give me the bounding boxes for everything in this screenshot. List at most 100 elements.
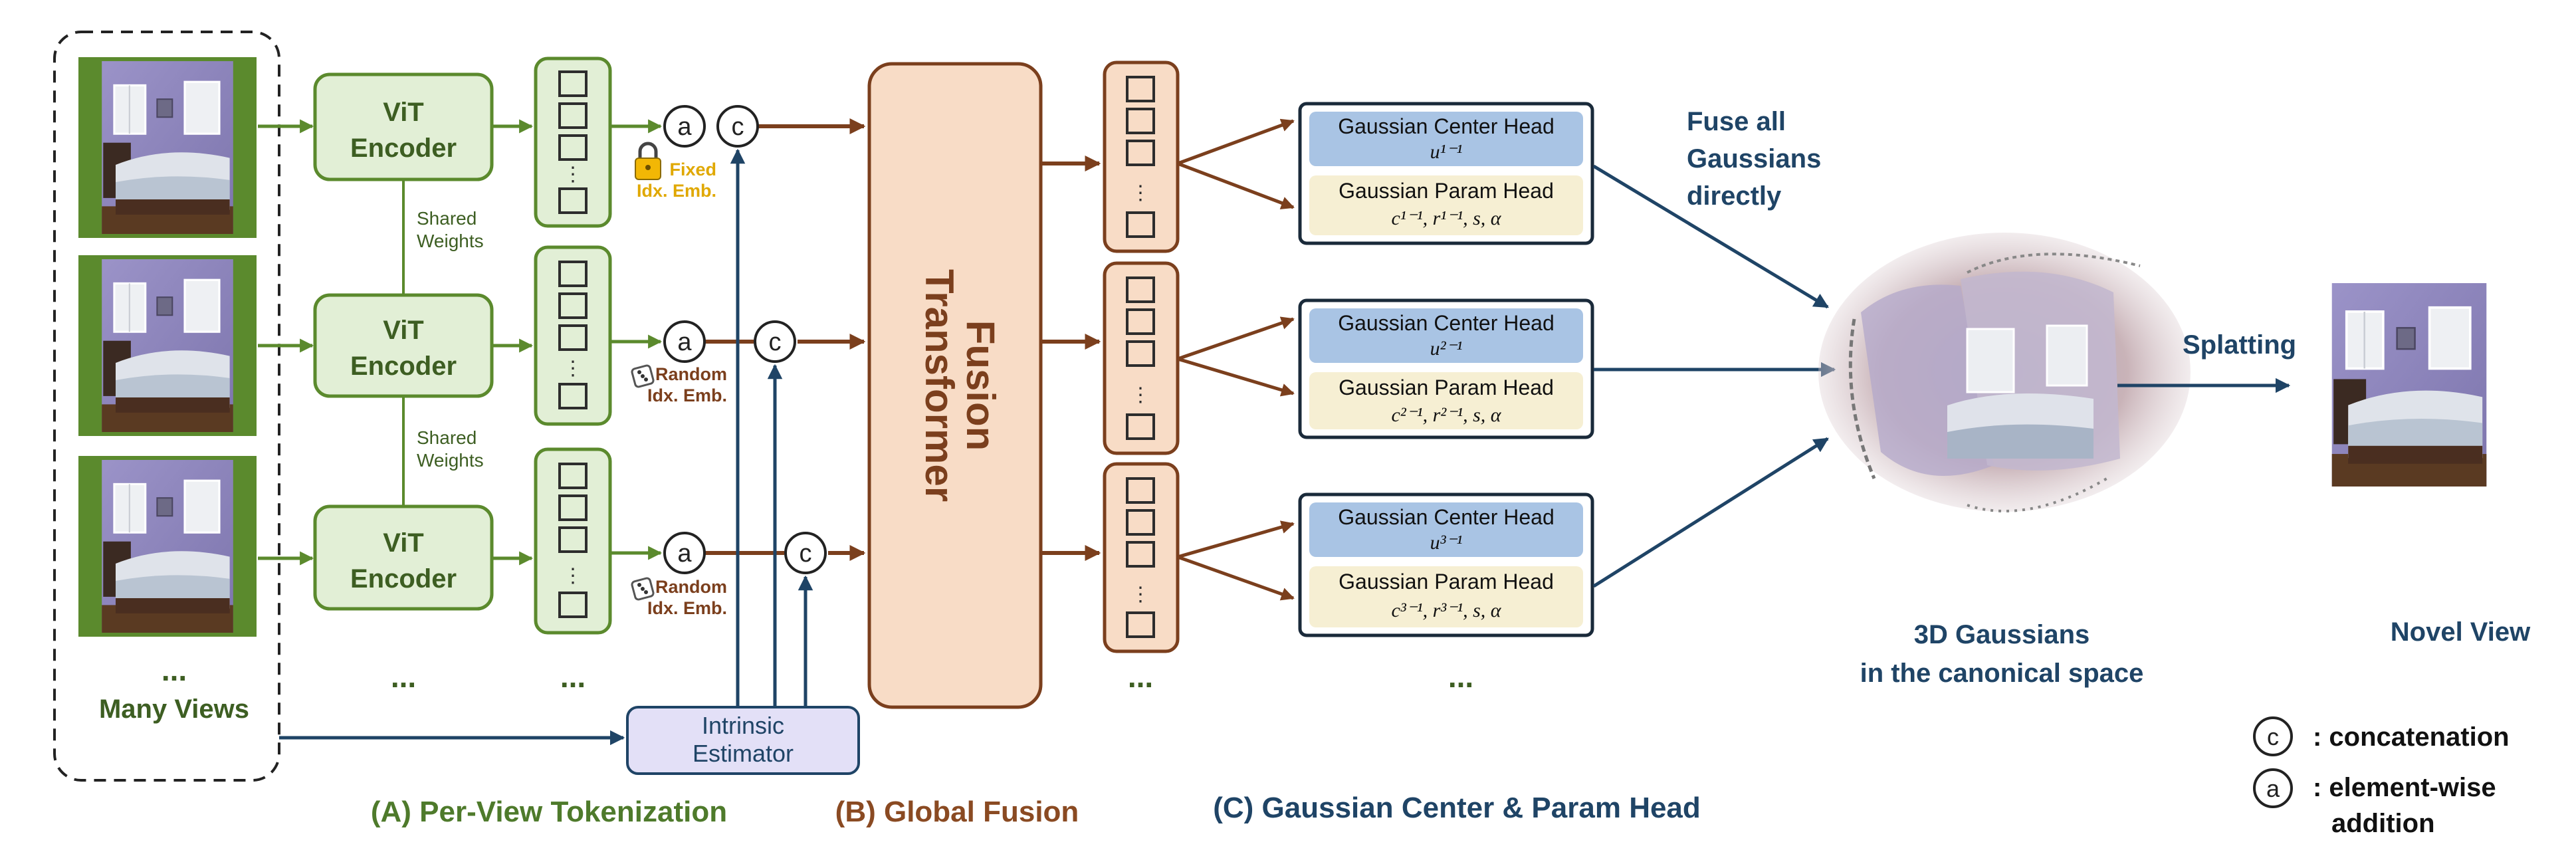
splatting-label: Splatting — [2183, 330, 2296, 360]
concat-op-2: c — [754, 320, 796, 363]
fusion-output-arrows — [1042, 156, 1101, 561]
center-head-label: Gaussian Center Head — [1338, 114, 1555, 138]
center-head-math: u¹⁻¹ — [1430, 141, 1463, 163]
fuse-note: Fuse all Gaussians directly — [1687, 107, 1821, 211]
center-head-math: u²⁻¹ — [1430, 338, 1463, 360]
token-column-1: ⋮ — [534, 56, 612, 228]
add-op-3: a — [663, 532, 706, 574]
input-view-3 — [78, 456, 257, 637]
legend: c : concatenation a : element-wise addit… — [2253, 716, 2510, 838]
views-ellipsis: ... — [161, 653, 187, 687]
svg-text:a: a — [2266, 775, 2280, 802]
svg-text:Random: Random — [655, 364, 727, 384]
svg-text:Fuse all: Fuse all — [1687, 107, 1786, 136]
token-to-head-arrows — [1177, 118, 1295, 601]
token-to-add-arrows — [610, 119, 663, 560]
encoder-to-token-arrows — [493, 119, 534, 566]
legend-add: a : element-wise addition — [2253, 768, 2496, 838]
svg-text:ViT: ViT — [383, 98, 424, 127]
svg-text:Fixed: Fixed — [669, 160, 716, 179]
input-view-2 — [78, 255, 257, 436]
intrinsic-arrows — [279, 148, 813, 746]
gaussian-point-cloud — [1818, 233, 2191, 512]
svg-text:Idx. Emb.: Idx. Emb. — [647, 598, 727, 618]
novel-view-label: Novel View — [2391, 617, 2531, 647]
fused-token-ellipsis: ... — [1128, 659, 1153, 694]
svg-text:⋮: ⋮ — [1130, 584, 1150, 605]
gaussian-head-2: Gaussian Center Head u²⁻¹ Gaussian Param… — [1298, 298, 1594, 439]
fusion-input-arrows — [704, 118, 866, 561]
param-head-math: c³⁻¹, r³⁻¹, s, α — [1391, 599, 1501, 621]
view-to-encoder-arrows — [258, 119, 314, 566]
encoder-1: ViT Encoder — [313, 72, 494, 181]
svg-text:Shared: Shared — [417, 208, 477, 229]
concat-op-3: c — [784, 532, 827, 574]
section-a-label: (A) Per-View Tokenization — [371, 796, 727, 828]
novel-view-image — [2332, 283, 2487, 487]
svg-text:Intrinsic: Intrinsic — [702, 712, 784, 739]
svg-text:Weights: Weights — [417, 450, 484, 471]
center-head-label: Gaussian Center Head — [1338, 505, 1555, 529]
dice-icon — [631, 364, 655, 388]
svg-text:Shared: Shared — [417, 427, 477, 448]
token-column-3: ⋮ — [534, 447, 612, 635]
svg-text:addition: addition — [2331, 809, 2435, 838]
param-head-label: Gaussian Param Head — [1339, 376, 1554, 399]
token-ellipsis: ... — [560, 659, 586, 694]
many-views-label: Many Views — [99, 695, 249, 724]
svg-text:3D Gaussians: 3D Gaussians — [1914, 620, 2090, 649]
svg-text:Gaussians: Gaussians — [1687, 144, 1821, 173]
svg-text:Idx. Emb.: Idx. Emb. — [637, 181, 716, 201]
fused-token-column-1: ⋮ — [1103, 60, 1180, 253]
concat-op-1: c — [716, 105, 759, 148]
svg-text:c: c — [769, 328, 782, 356]
center-head-math: u³⁻¹ — [1430, 532, 1463, 554]
svg-text:Random: Random — [655, 577, 727, 597]
token-column-2: ⋮ — [534, 245, 612, 426]
encoder-ellipsis: ... — [391, 659, 416, 694]
param-head-label: Gaussian Param Head — [1339, 179, 1554, 203]
random-index-embedding-2: Random Idx. Emb. — [631, 364, 727, 405]
random-index-embedding-3: Random Idx. Emb. — [631, 577, 727, 618]
svg-text:a: a — [677, 113, 692, 141]
svg-text:Estimator: Estimator — [693, 740, 794, 767]
fused-token-column-3: ⋮ — [1103, 462, 1180, 653]
svg-text:Transformer: Transformer — [917, 269, 962, 502]
add-op-1: a — [663, 105, 706, 148]
svg-text:⋮: ⋮ — [563, 163, 583, 185]
many-views-panel: ... Many Views — [53, 31, 280, 782]
svg-text:c: c — [732, 113, 744, 141]
svg-text:: concatenation: : concatenation — [2313, 722, 2510, 752]
head-ellipsis: ... — [1448, 659, 1473, 694]
encoder-3: ViT Encoder — [313, 504, 494, 611]
param-head-label: Gaussian Param Head — [1339, 570, 1554, 594]
dice-icon — [631, 577, 655, 601]
svg-text:directly: directly — [1687, 181, 1782, 211]
svg-text:a: a — [677, 328, 692, 356]
svg-text:⋮: ⋮ — [563, 565, 583, 587]
svg-text:⋮: ⋮ — [563, 358, 583, 380]
param-head-math: c²⁻¹, r²⁻¹, s, α — [1391, 404, 1501, 426]
svg-text:c: c — [800, 540, 812, 568]
svg-text:ViT: ViT — [383, 528, 424, 558]
svg-text:Idx. Emb.: Idx. Emb. — [647, 385, 727, 405]
svg-text:Encoder: Encoder — [350, 564, 457, 594]
svg-text:Encoder: Encoder — [350, 134, 457, 163]
gaussians-caption: 3D Gaussians in the canonical space — [1860, 620, 2144, 688]
svg-text:Fusion: Fusion — [958, 320, 1003, 451]
section-b-label: (B) Global Fusion — [835, 796, 1079, 828]
gaussian-head-1: Gaussian Center Head u¹⁻¹ Gaussian Param… — [1298, 102, 1594, 245]
svg-text:c: c — [2267, 723, 2279, 750]
svg-text:in the canonical space: in the canonical space — [1860, 659, 2144, 688]
fused-token-column-2: ⋮ — [1103, 261, 1180, 455]
add-op-2: a — [663, 320, 706, 363]
shared-weights: Shared Weights Shared Weights — [402, 179, 484, 506]
fixed-index-embedding: Fixed Idx. Emb. — [635, 142, 716, 201]
svg-text:Encoder: Encoder — [350, 352, 457, 381]
head-to-gaussians-arrows — [1592, 164, 1836, 588]
encoder-2: ViT Encoder — [313, 293, 494, 398]
center-head-label: Gaussian Center Head — [1338, 311, 1555, 335]
svg-text:a: a — [677, 540, 692, 568]
section-c-label: (C) Gaussian Center & Param Head — [1213, 792, 1701, 824]
